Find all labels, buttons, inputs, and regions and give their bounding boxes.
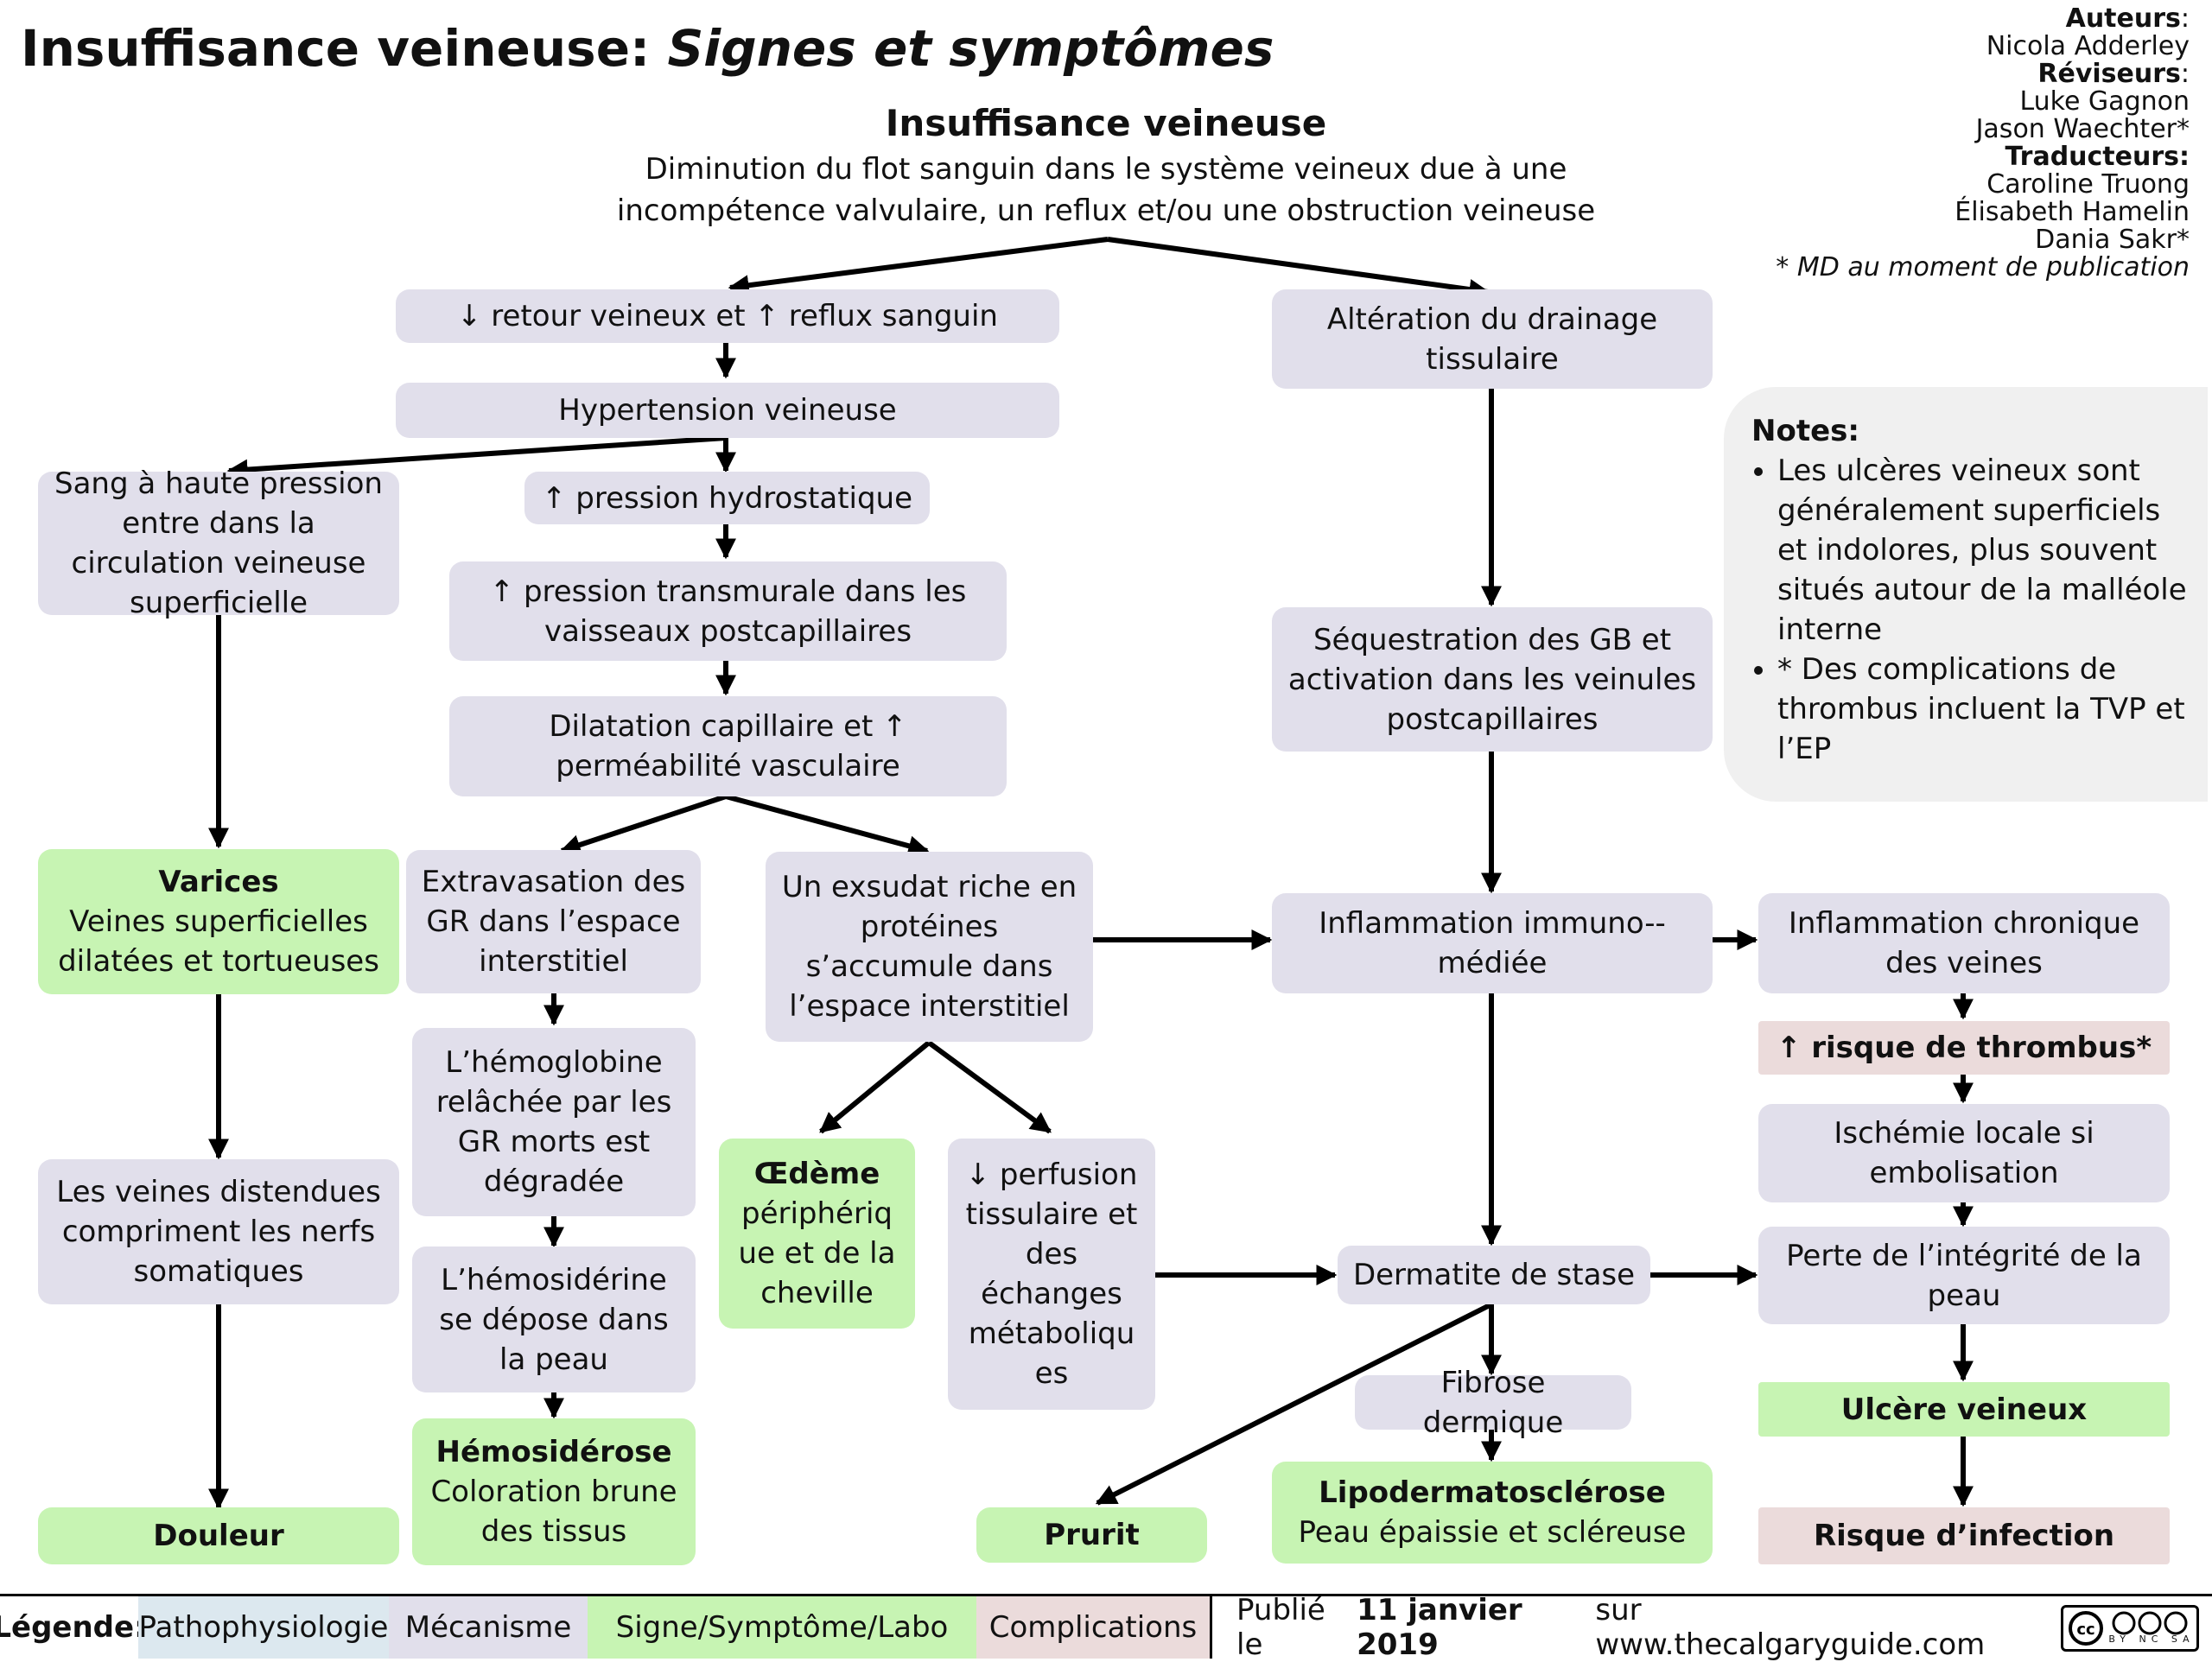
legend-divider xyxy=(1210,1596,1212,1659)
translator-name: Élisabeth Hamelin xyxy=(1955,197,2190,227)
svg-text:cc: cc xyxy=(2076,1621,2094,1639)
note-item: * Des complications de thrombus incluent… xyxy=(1777,650,2187,769)
node-inflammation-chronique: Inflammation chronique des veines xyxy=(1758,893,2170,993)
published-prefix: Publié le xyxy=(1236,1593,1325,1662)
published-suffix: sur www.thecalgaryguide.com xyxy=(1595,1593,1986,1662)
arrow xyxy=(927,1040,1052,1134)
lipo-title: Lipodermatosclérose xyxy=(1319,1475,1666,1510)
arrow xyxy=(226,435,727,480)
hemosiderose-title: Hémosidérose xyxy=(435,1435,672,1469)
node-pression-hydrostatique: ↑ pression hydrostatique xyxy=(524,472,930,524)
arrow xyxy=(1107,237,1491,300)
oedeme-title: Œdème xyxy=(753,1157,880,1191)
legend-label: Légende: xyxy=(0,1610,146,1645)
arrow xyxy=(725,794,930,856)
node-alteration-drainage: Altération du drainage tissulaire xyxy=(1272,289,1713,389)
definition-line-1: Diminution du flot sanguin dans le systè… xyxy=(645,152,1567,187)
reviewer-name: Luke Gagnon xyxy=(2019,86,2190,117)
license-text: BY NC SA xyxy=(2108,1633,2195,1645)
node-dilatation-capillaire: Dilatation capillaire et ↑ perméabilité … xyxy=(449,696,1007,796)
arrow xyxy=(1095,1302,1493,1506)
node-hemosiderine: L’hémosidérine se dépose dans la peau xyxy=(412,1246,696,1392)
arrow xyxy=(819,1040,931,1134)
reviewer-name: Jason Waechter* xyxy=(1975,114,2190,144)
node-hemosiderose: Hémosidérose Coloration brune des tissus xyxy=(412,1418,696,1565)
definition-title: Insuffisance veineuse xyxy=(885,102,1327,144)
note-item: Les ulcères veineux sont généralement su… xyxy=(1777,451,2187,650)
legend-complications: Complications xyxy=(976,1596,1210,1659)
node-dermatite: Dermatite de stase xyxy=(1338,1246,1650,1304)
node-exsudat: Un exsudat riche en protéines s’accumule… xyxy=(766,852,1093,1042)
cc-icon: cc xyxy=(2069,1611,2188,1646)
node-risque-thrombus: ↑ risque de thrombus* xyxy=(1758,1021,2170,1075)
legend-mecanisme: Mécanisme xyxy=(389,1596,588,1659)
hemosiderose-text: Coloration brune des tissus xyxy=(430,1475,677,1549)
published-text: Publié le 11 janvier 2019 sur www.thecal… xyxy=(1214,1593,1992,1662)
translator-name: Dania Sakr* xyxy=(2035,225,2190,255)
node-lipodermatosclerose: Lipodermatosclérose Peau épaissie et scl… xyxy=(1272,1462,1713,1564)
varices-title: Varices xyxy=(158,865,279,899)
node-pression-transmurale: ↑ pression transmurale dans les vaisseau… xyxy=(449,561,1007,661)
authors-label: Auteurs xyxy=(2065,3,2181,34)
node-hemoglobine: L’hémoglobine relâchée par les GR morts … xyxy=(412,1028,696,1216)
node-oedeme: Œdème périphériq ue et de la cheville xyxy=(719,1139,915,1329)
node-risque-infection: Risque d’infection xyxy=(1758,1507,2170,1564)
node-ulcere-veineux: Ulcère veineux xyxy=(1758,1382,2170,1437)
node-ischemie: Ischémie locale si embolisation xyxy=(1758,1104,2170,1202)
oedeme-text: périphériq ue et de la cheville xyxy=(738,1196,896,1310)
node-sequestration: Séquestration des GB et activation dans … xyxy=(1272,607,1713,752)
node-veines-distendues: Les veines distendues compriment les ner… xyxy=(38,1159,399,1304)
flow-arrows xyxy=(208,237,1974,1510)
legend-signe-symptome: Signe/Symptôme/Labo xyxy=(588,1596,976,1659)
cc-license-badge: cc BY NC SA xyxy=(2061,1605,2199,1652)
notes-panel: Notes: Les ulcères veineux sont générale… xyxy=(1724,387,2208,802)
legend-pathophysiologie: Pathophysiologie xyxy=(138,1596,389,1659)
node-hypertension-veineuse: Hypertension veineuse xyxy=(396,383,1059,438)
legend-bar: Légende: Pathophysiologie Mécanisme Sign… xyxy=(0,1593,2212,1662)
node-douleur: Douleur xyxy=(38,1507,399,1564)
node-prurit: Prurit xyxy=(976,1507,1207,1563)
title-italic: Signes et symptômes xyxy=(667,19,1274,78)
node-inflammation-immuno: Inflammation immuno-- médiée xyxy=(1272,893,1713,993)
notes-heading: Notes: xyxy=(1751,414,1859,448)
author-name: Nicola Adderley xyxy=(1986,31,2190,61)
node-perte-integrite: Perte de l’intégrité de la peau xyxy=(1758,1227,2170,1324)
published-date: 11 janvier 2019 xyxy=(1357,1593,1522,1662)
lipo-text: Peau épaissie et scléreuse xyxy=(1298,1515,1687,1550)
definition-line-2: incompétence valvulaire, un reflux et/ou… xyxy=(616,193,1596,228)
node-extravasation: Extravasation des GR dans l’espace inter… xyxy=(406,850,701,993)
node-fibrose: Fibrose dermique xyxy=(1355,1366,1631,1440)
node-varices: Varices Veines superficielles dilatées e… xyxy=(38,849,399,994)
node-retour-veineux: ↓ retour veineux et ↑ reflux sanguin xyxy=(396,289,1059,343)
title-main: Insuffisance veineuse: xyxy=(21,19,651,78)
node-perfusion: ↓ perfusion tissulaire et des échanges m… xyxy=(948,1139,1155,1410)
credits-footnote: * MD au moment de publication xyxy=(1776,252,2190,282)
reviewers-label: Réviseurs xyxy=(2037,59,2181,89)
page-title: Insuffisance veineuse: Signes et symptôm… xyxy=(21,19,1274,78)
arrow xyxy=(728,237,1109,296)
translator-name: Caroline Truong xyxy=(1986,169,2190,200)
varices-text: Veines superficielles dilatées et tortue… xyxy=(58,904,379,979)
node-sang-haute-pression: Sang à haute pression entre dans la circ… xyxy=(38,466,399,620)
arrow xyxy=(559,794,727,855)
translators-label: Traducteurs: xyxy=(2005,142,2190,172)
credits: Auteurs: Nicola Adderley Réviseurs: Luke… xyxy=(1776,3,2190,282)
